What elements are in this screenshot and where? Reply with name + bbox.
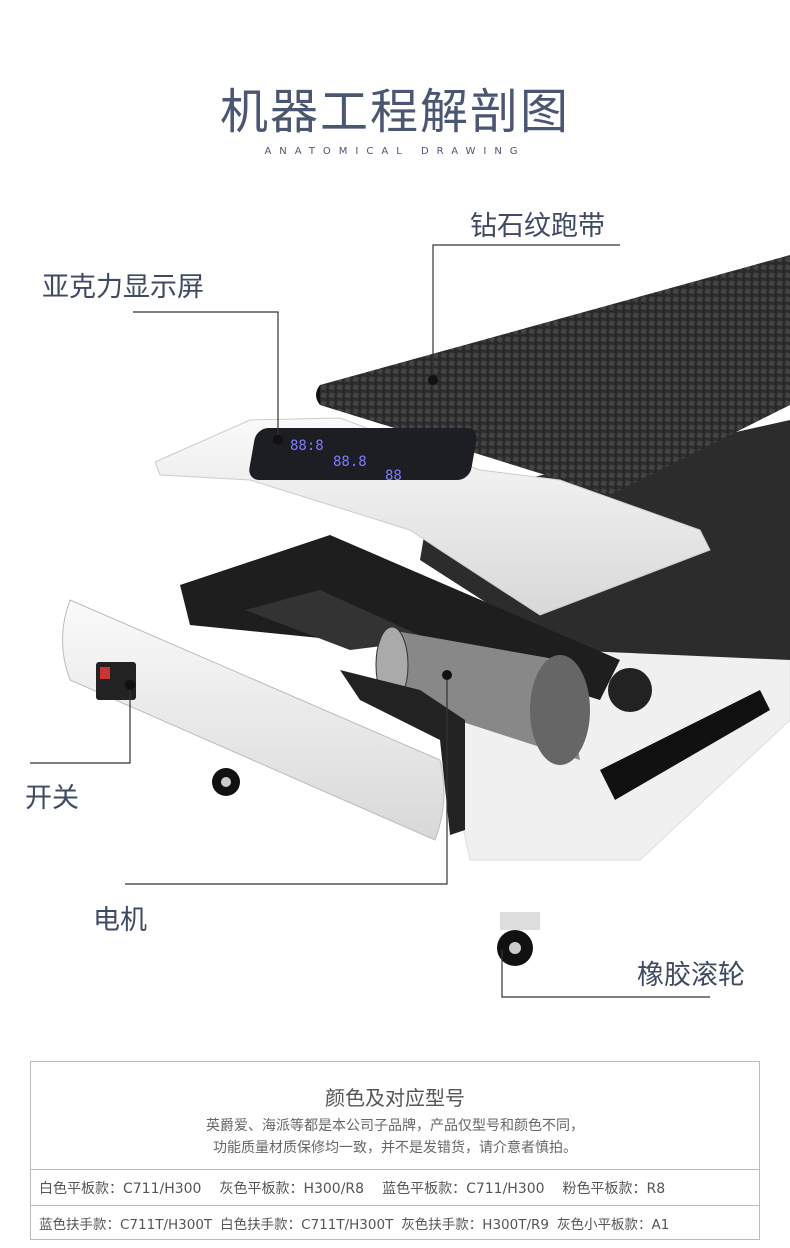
callout-lines xyxy=(30,244,710,998)
model-item: 灰色扶手款：H300T/R9 xyxy=(401,1217,549,1233)
model-item: 白色平板款：C711/H300 xyxy=(39,1180,202,1197)
acrylic-display xyxy=(249,428,477,480)
treadmill-illustration: 88:8 88.8 88 xyxy=(30,244,790,998)
model-item: 灰色小平板款：A1 xyxy=(557,1217,670,1233)
display-readout: 88:8 xyxy=(290,438,324,454)
page-title: 机器工程解剖图 xyxy=(219,84,570,140)
models-row: 白色平板款：C711/H300 灰色平板款：H300/R8 蓝色平板款：C711… xyxy=(31,1169,759,1205)
callout-motor: 电机 xyxy=(93,905,147,936)
callout-wheel: 橡胶滚轮 xyxy=(637,960,745,991)
models-heading: 颜色及对应型号 xyxy=(325,1086,465,1110)
models-desc: 功能质量材质保修均一致，并不是发错货，请介意者慎拍。 xyxy=(213,1140,577,1156)
display-cover: 88:8 88.8 88 xyxy=(154,417,711,616)
side-rail xyxy=(600,690,770,800)
models-desc: 英爵爱、海派等都是本公司子品牌，产品仅型号和颜色不同， xyxy=(206,1118,584,1134)
model-item: 蓝色扶手款：C711T/H300T xyxy=(39,1217,213,1233)
rubber-wheel xyxy=(212,768,240,796)
model-item: 白色扶手款：C711T/H300T xyxy=(220,1217,394,1233)
model-item: 灰色平板款：H300/R8 xyxy=(219,1180,365,1197)
display-readout: 88 xyxy=(385,468,402,484)
rubber-wheel xyxy=(497,912,540,966)
page-subtitle: ANATOMICAL DRAWING xyxy=(264,146,526,157)
model-item: 蓝色平板款：C711/H300 xyxy=(382,1180,545,1197)
callout-switch: 开关 xyxy=(25,783,79,814)
callout-dots xyxy=(125,375,452,690)
display-readout: 88.8 xyxy=(333,454,367,470)
callout-belt: 钻石纹跑带 xyxy=(470,211,605,242)
models-row: 蓝色扶手款：C711T/H300T 白色扶手款：C711T/H300T 灰色扶手… xyxy=(31,1205,759,1240)
model-item: 粉色平板款：R8 xyxy=(562,1180,666,1197)
front-panel xyxy=(62,599,445,841)
models-table: 颜色及对应型号 英爵爱、海派等都是本公司子品牌，产品仅型号和颜色不同， 功能质量… xyxy=(30,1061,760,1240)
callout-display: 亚克力显示屏 xyxy=(42,272,204,303)
